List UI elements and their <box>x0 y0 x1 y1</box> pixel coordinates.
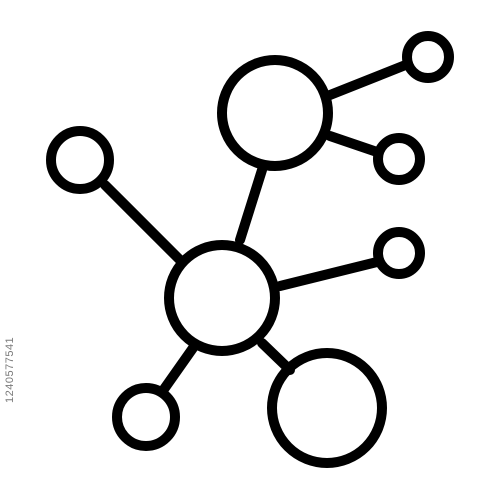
node-circle-small-left <box>46 126 114 194</box>
connector-line <box>157 343 198 397</box>
node-circle-small-right-middle <box>373 227 425 279</box>
connector-line <box>235 165 267 245</box>
node-circle-small-bottom-left <box>112 383 180 451</box>
watermark-id: 1240577541 <box>4 336 16 404</box>
connector-line <box>325 59 413 100</box>
node-circle-small-right-upper <box>373 133 425 185</box>
node-circle-small-top-right <box>402 31 454 83</box>
connector-line <box>100 180 185 265</box>
node-circle-central <box>164 240 280 356</box>
connector-line <box>325 131 382 157</box>
connector-line <box>275 257 382 291</box>
node-circle-large-bottom <box>267 348 387 468</box>
node-circle-large-top <box>217 55 333 171</box>
